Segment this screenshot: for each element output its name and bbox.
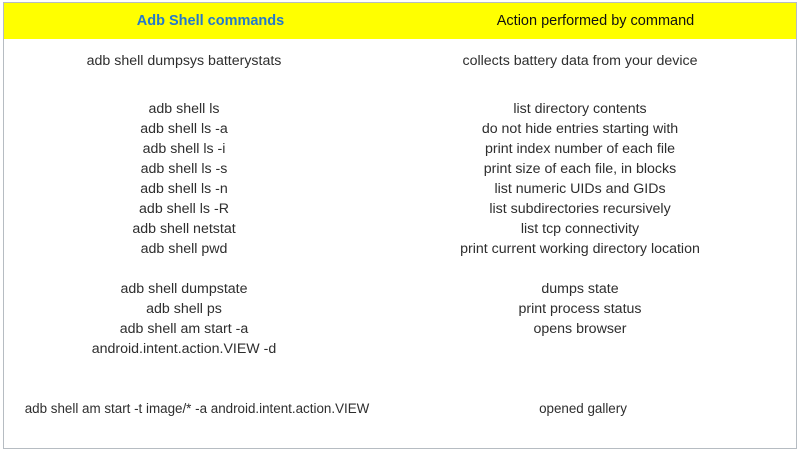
spacer [4,259,796,279]
table-row: adb shell ls -n [140,181,228,197]
group-command-cell: adb shell ls adb shell ls -a adb shell l… [4,99,400,259]
table-row: adb shell dumpstate [120,281,248,297]
table-row: collects battery data from your device [462,53,698,69]
table-row: print index number of each file [484,141,676,157]
table-row: adb shell dumpsys batterystats [86,53,282,69]
header-action-column: Action performed by command [496,13,695,29]
table-group-dumpstate-ps-am: adb shell dumpstate adb shell ps adb she… [4,279,796,359]
group-action-cell: list directory contents do not hide entr… [400,99,796,259]
table-row: list subdirectories recursively [489,201,671,217]
group-command-cell: adb shell dumpstate adb shell ps adb she… [4,279,400,359]
table-row: dumps state [541,281,619,297]
table-row: do not hide entries starting with [481,121,679,137]
group-action-cell: collects battery data from your device [400,51,796,71]
table-row: print current working directory location [460,241,700,257]
table-row: adb shell ls -a [140,121,228,137]
table-row: list directory contents [513,101,647,117]
adb-commands-table: Adb Shell commands Action performed by c… [3,2,797,449]
table-row: opens browser [533,321,627,337]
table-row: adb shell am start -a [119,321,249,337]
group-action-cell: opened gallery [400,399,796,418]
table-group-am-start-gallery: adb shell am start -t image/* -a android… [4,399,796,418]
table-row: adb shell ls -i [142,141,226,157]
table-group-ls-commands: adb shell ls adb shell ls -a adb shell l… [4,99,796,259]
group-action-cell: dumps state print process status opens b… [400,279,796,359]
group-command-cell: adb shell dumpsys batterystats [4,51,400,71]
table-row: android.intent.action.VIEW -d [91,341,277,357]
table-row: print process status [518,301,642,317]
table-row: adb shell ls -R [139,201,229,217]
table-row: adb shell ls -s [140,161,228,177]
table-row: adb shell pwd [140,241,228,257]
table-row: opened gallery [539,401,627,416]
table-row: adb shell am start -t image/* -a android… [24,401,370,416]
table-header-row: Adb Shell commands Action performed by c… [4,3,796,39]
spacer [4,39,796,51]
spacer [4,359,796,399]
table-row: adb shell netstat [132,221,236,237]
group-command-cell: adb shell am start -t image/* -a android… [4,399,400,418]
table-row: list numeric UIDs and GIDs [494,181,666,197]
table-row: adb shell ls [148,101,220,117]
spacer [4,71,796,99]
table-row: adb shell ps [146,301,222,317]
table-row: print size of each file, in blocks [483,161,677,177]
header-command-column: Adb Shell commands [136,13,285,29]
table-body: adb shell dumpsys batterystats collects … [4,39,796,448]
table-group-batterystats: adb shell dumpsys batterystats collects … [4,51,796,71]
table-row: list tcp connectivity [520,221,640,237]
